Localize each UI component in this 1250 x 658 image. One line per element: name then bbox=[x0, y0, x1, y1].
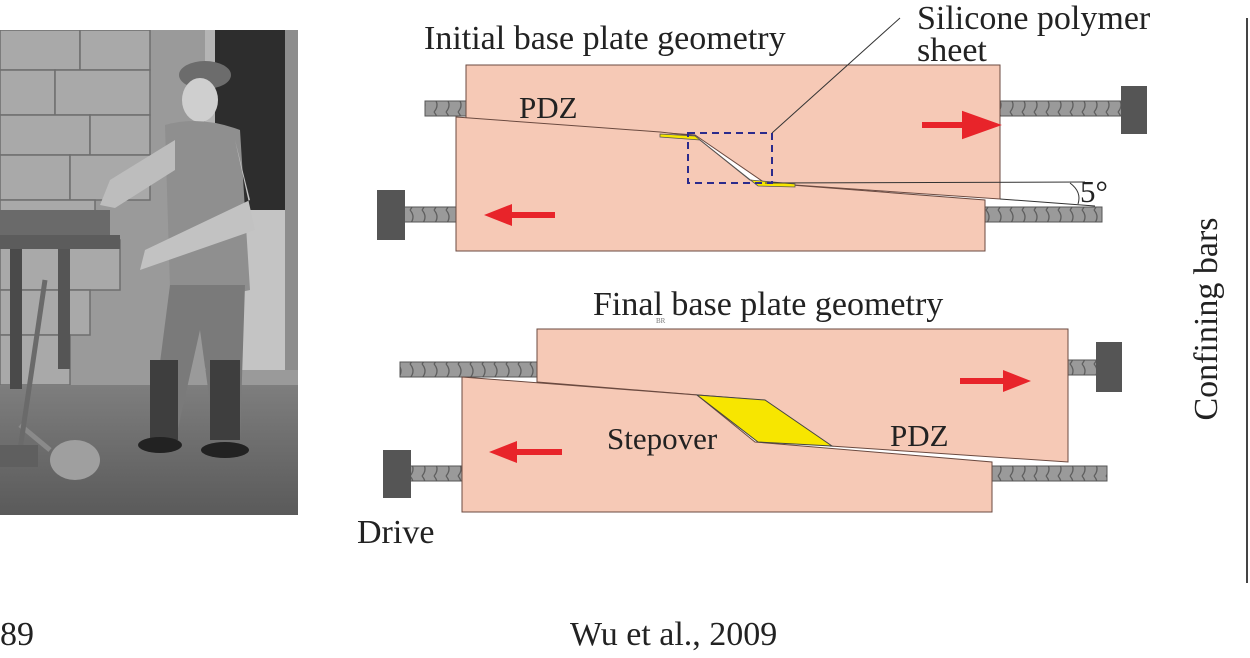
pdz-label-bottom: PDZ bbox=[890, 418, 949, 453]
threaded-rod-icon bbox=[399, 361, 541, 378]
silicone-label-line1: Silicone polymer bbox=[917, 0, 1151, 37]
divider-line bbox=[1246, 18, 1248, 583]
tiny-mark: BR bbox=[656, 317, 666, 325]
silicone-label-line2: sheet bbox=[917, 32, 987, 69]
red-arrow-icon bbox=[489, 441, 562, 463]
zoom-box bbox=[687, 132, 773, 184]
angle-label: 5° bbox=[1080, 174, 1108, 209]
threaded-rod-icon bbox=[402, 206, 464, 223]
threaded-rod-icon bbox=[1067, 359, 1099, 376]
confining-bars-label: Confining bars bbox=[1188, 217, 1225, 421]
stepover-silicone bbox=[695, 394, 834, 447]
drive-label: Drive bbox=[357, 514, 435, 551]
historical-photo bbox=[0, 30, 298, 515]
end-block-icon bbox=[377, 190, 405, 240]
pdz-label-top: PDZ bbox=[519, 90, 578, 125]
threaded-rod-icon bbox=[999, 100, 1123, 117]
red-arrow-icon bbox=[922, 110, 1002, 140]
threaded-rod-icon bbox=[984, 206, 1103, 223]
red-arrow-icon bbox=[484, 204, 555, 226]
end-block-icon bbox=[383, 450, 411, 498]
final-geometry-title: Final base plate geometry bbox=[593, 286, 944, 323]
threaded-rod-icon bbox=[409, 465, 466, 482]
stepover-label: Stepover bbox=[607, 421, 718, 456]
silicone-sheet-initial bbox=[659, 133, 796, 188]
citation: Wu et al., 2009 bbox=[570, 616, 778, 653]
end-block-icon bbox=[1096, 342, 1122, 392]
red-arrow-icon bbox=[960, 370, 1031, 392]
initial-geometry-title: Initial base plate geometry bbox=[424, 20, 786, 57]
end-block-icon bbox=[1121, 86, 1147, 134]
slide-number: 89 bbox=[0, 616, 34, 653]
threaded-rod-icon bbox=[991, 465, 1108, 482]
